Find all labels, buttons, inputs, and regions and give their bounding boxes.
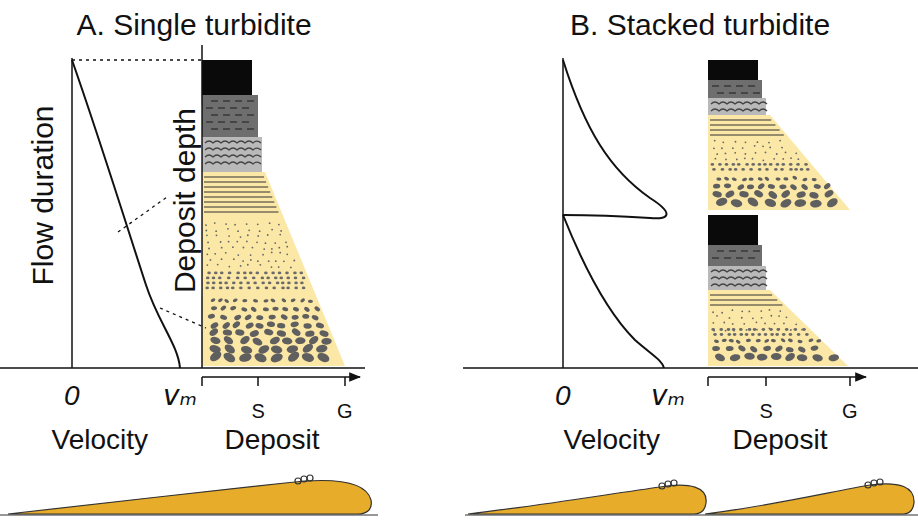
panel-title: B. Stacked turbidite [570, 8, 830, 41]
tick-label: vₘ [163, 381, 197, 412]
mud-layer [708, 80, 762, 98]
mud-layer [708, 245, 762, 266]
mud-layer [202, 95, 258, 137]
axis-label: Deposit [733, 425, 828, 456]
sand-layer [708, 115, 850, 210]
velocity-curves [72, 60, 667, 368]
axes [0, 45, 918, 386]
sand-layer [708, 290, 848, 366]
tick-label: vₘ [651, 381, 685, 412]
axis-label: Deposit [225, 425, 320, 456]
tick-label: 0 [64, 381, 80, 412]
tick-label: G [337, 400, 353, 422]
flow-sketches [0, 475, 918, 515]
layer-texture [204, 101, 332, 364]
pelagic-layer [708, 60, 758, 80]
panel-title: A. Single turbidite [77, 8, 312, 41]
layer-texture [710, 251, 840, 363]
deposit-columns [202, 60, 850, 366]
tick-label: 0 [555, 381, 571, 412]
axis-label: Velocity [564, 425, 661, 456]
layer-texture [710, 86, 839, 209]
leader-lines [72, 60, 206, 328]
silt-layer [202, 137, 262, 172]
silt-layer [708, 98, 766, 115]
pelagic-layer [202, 60, 252, 95]
tick-label: S [252, 400, 265, 422]
pelagic-layer [708, 215, 758, 245]
tick-label: S [760, 400, 773, 422]
axis-label: Velocity [52, 425, 149, 456]
axis-label: Deposit depth [168, 104, 201, 295]
silt-layer [708, 266, 766, 290]
axis-label: Flow duration [26, 105, 59, 285]
sand-layer [202, 172, 345, 366]
tick-label: G [842, 400, 858, 422]
